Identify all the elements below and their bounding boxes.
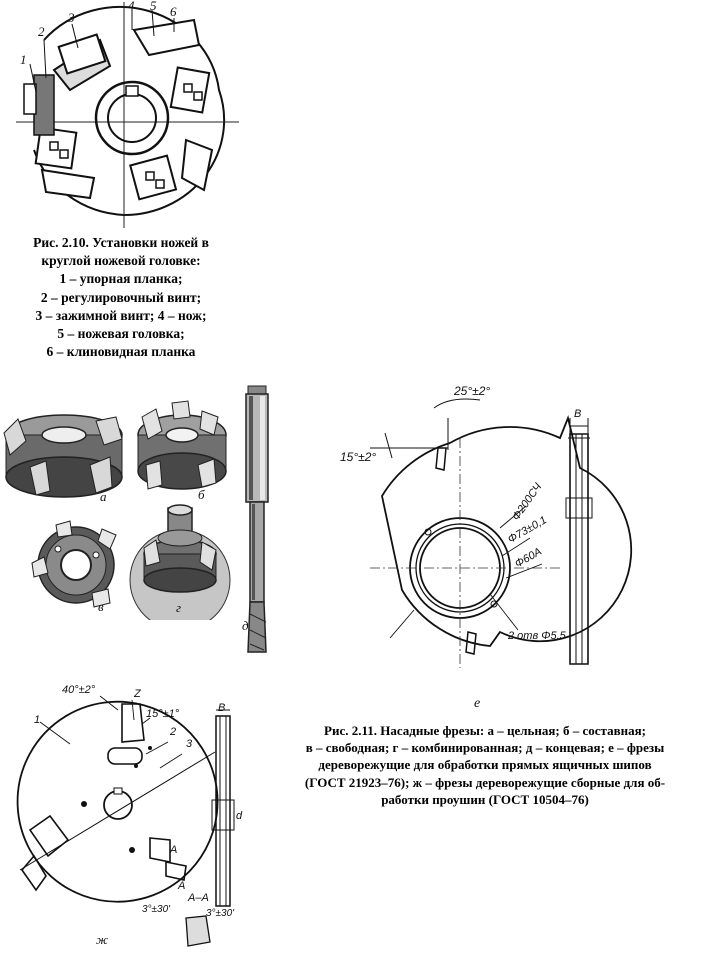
cutter-photo-a: а (0, 405, 130, 505)
dim-zh-angle-br: 3°±30' (206, 908, 235, 919)
sublabel-g: г (176, 600, 182, 615)
cutter-photo-b: б (132, 395, 232, 505)
figure-2-10-drawing: 1 2 3 4 5 6 (14, 0, 244, 230)
sublabel-d: д (242, 618, 249, 633)
dim-zh-b: B (218, 702, 226, 714)
dim-zh-angle-bl: 3°±30' (142, 904, 171, 915)
caption-line: 3 – зажимной винт; 4 – нож; (35, 307, 207, 323)
sublabel-e: е (474, 696, 481, 711)
caption-line: в – свободная; г – комбинированная; д – … (305, 740, 665, 756)
fig210-label-2: 2 (38, 24, 45, 39)
figure-2-11-caption: Рис. 2.11. Насадные фрезы: а – цельная; … (268, 722, 702, 808)
dim-zh-section: А–А (188, 892, 209, 904)
cutter-photo-v: в (26, 515, 126, 615)
sublabel-b: б (198, 487, 205, 502)
fig210-label-6: 6 (170, 4, 177, 19)
cutter-photo-d: д (236, 382, 280, 667)
dim-e-angle-top: 25°±2° (454, 384, 491, 398)
fig210-label-4: 4 (128, 0, 135, 13)
caption-line: дереворежущие для обработки прямых ящичн… (318, 757, 652, 773)
sublabel-zh: ж (96, 932, 109, 947)
caption-line: 5 – ножевая головка; (57, 326, 185, 342)
dim-zh-d: d (236, 810, 243, 822)
fig210-label-5: 5 (150, 0, 157, 13)
dim-e-b: B (574, 408, 582, 420)
caption-line: (ГОСТ 21923–76); ж – фрезы дереворежущие… (304, 774, 666, 790)
caption-line: 6 – клиновидная планка (46, 344, 196, 360)
dim-e-angle-left: 15°±2° (340, 450, 377, 464)
dim-zh-n3: 3 (186, 738, 193, 750)
sublabel-v: в (98, 599, 104, 614)
fig210-label-3: 3 (68, 10, 75, 25)
dim-zh-angle-top: 40°±2° (62, 684, 96, 696)
dim-zh-a2: А (178, 880, 186, 892)
caption-line: 2 – регулировочный винт; (40, 289, 202, 305)
caption-line: 1 – упорная планка; (59, 271, 183, 287)
cutter-drawing-zh: 40°±2° Z 15°±1° 1 2 3 B d А А А–А 3°±30'… (10, 680, 260, 952)
sublabel-a: а (100, 489, 107, 504)
dim-zh-n2: 2 (170, 726, 177, 738)
dim-zh-a1: А (170, 844, 178, 856)
figure-2-10-caption: Рис. 2.10. Установки ножей в круглой нож… (6, 234, 236, 361)
cutter-photo-g: г (124, 500, 236, 620)
caption-line: Рис. 2.10. Установки ножей в (33, 235, 209, 250)
fig210-label-1: 1 (20, 52, 27, 67)
cutter-drawing-e: 25°±2° 15°±2° Φ200СЧ Φ73±0,1 Φ60А 2 отв … (330, 378, 700, 718)
dim-e-holes: 2 отв Φ5,5 (508, 630, 566, 642)
dim-zh-z: Z (134, 688, 141, 700)
caption-line: работки проушин (ГОСТ 10504–76) (381, 791, 589, 807)
dim-zh-n1: 1 (34, 714, 41, 726)
dim-zh-angle-15: 15°±1° (146, 708, 180, 720)
caption-line: Рис. 2.11. Насадные фрезы: а – цельная; … (324, 723, 646, 738)
caption-line: круглой ножевой головке: (41, 253, 201, 269)
